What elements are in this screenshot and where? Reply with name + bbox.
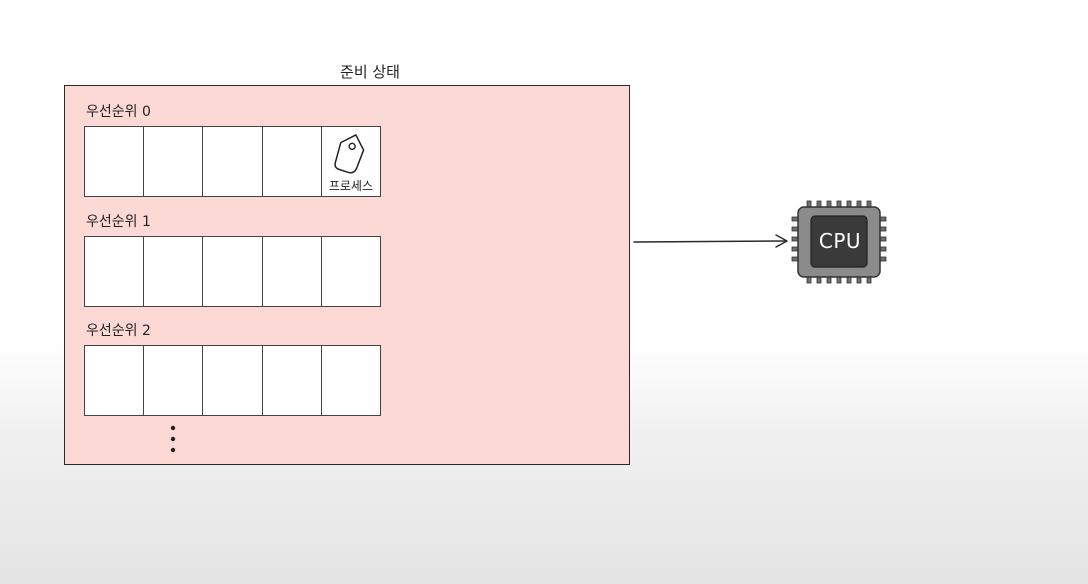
priority-0-queue: 프로세스 [84, 126, 381, 197]
queue-slot [203, 237, 263, 306]
ready-state-title: 준비 상태 [340, 63, 400, 81]
queue-slot [144, 346, 204, 415]
queue-slot [203, 346, 263, 415]
ready-state-panel: 우선순위 0 프로세스 우선순위 1 우선순위 2 [64, 85, 630, 465]
queue-slot [262, 237, 322, 306]
queue-slot [144, 127, 204, 196]
priority-1-queue [84, 236, 381, 307]
process-label: 프로세스 [328, 179, 373, 193]
queue-slot [321, 346, 381, 415]
queue-slot [144, 237, 204, 306]
arrow-icon [633, 234, 788, 248]
queue-slot [262, 127, 322, 196]
priority-2-label: 우선순위 2 [86, 323, 151, 339]
queue-slot [85, 127, 145, 196]
ellipsis-icon [170, 425, 176, 453]
queue-slot [262, 346, 322, 415]
priority-1-label: 우선순위 1 [86, 214, 151, 230]
queue-slot [321, 237, 381, 306]
cpu-label: CPU [818, 229, 862, 253]
tag-icon [334, 134, 365, 174]
queue-slot [203, 127, 263, 196]
queue-slot [85, 237, 145, 306]
queue-slot [85, 346, 145, 415]
priority-2-queue [84, 345, 381, 416]
process-slot: 프로세스 [321, 127, 381, 196]
priority-0-label: 우선순위 0 [86, 104, 151, 120]
cpu-chip-icon [791, 200, 887, 284]
